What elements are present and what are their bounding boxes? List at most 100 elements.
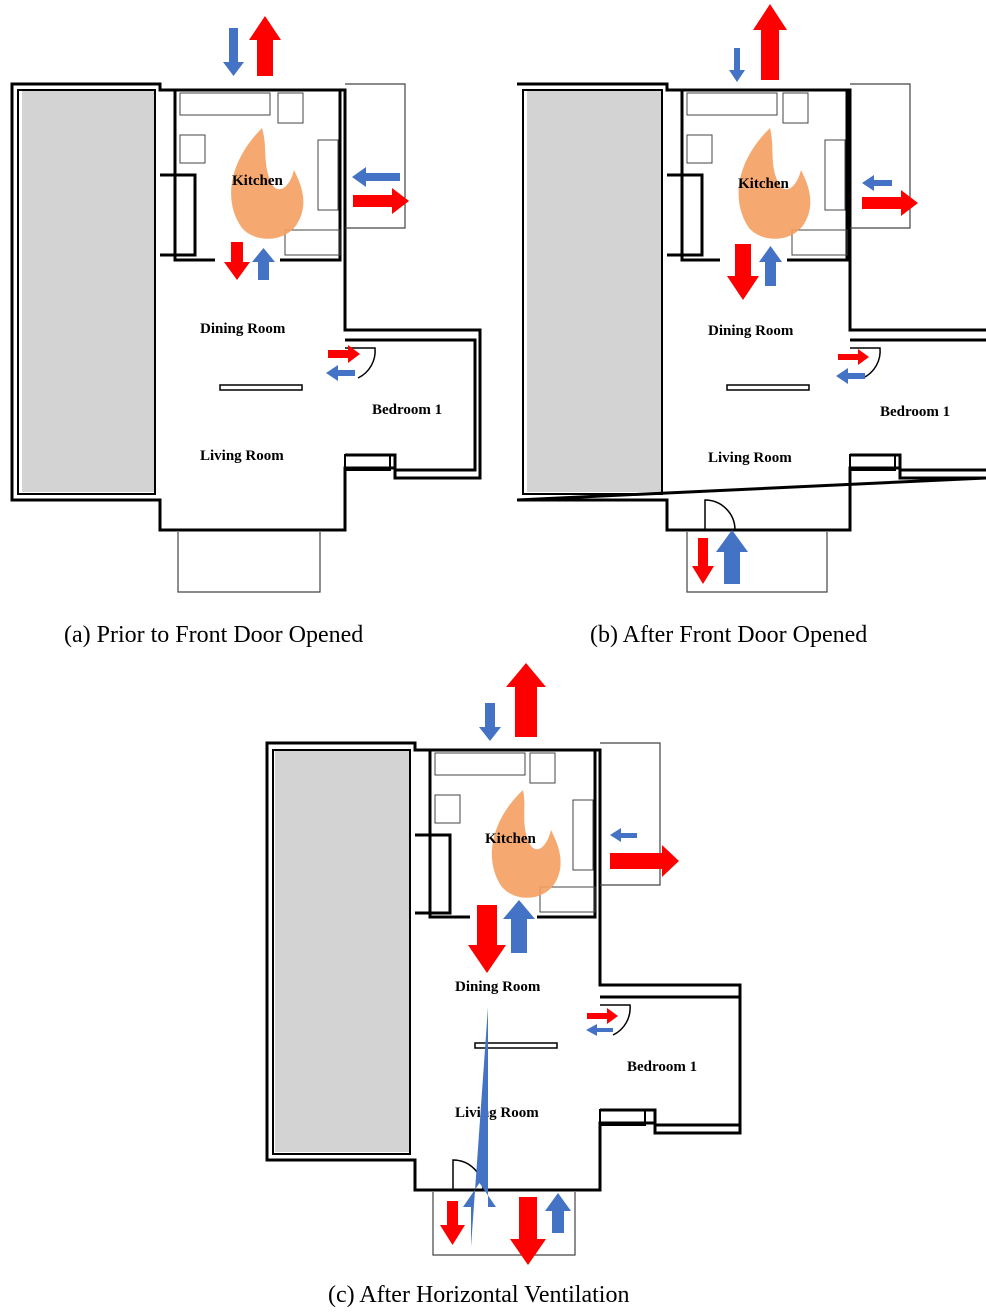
floor-plan-c: Kitchen Dining Room Living Room Bedroom …: [265, 663, 742, 1265]
kitchen-wall: [680, 90, 849, 262]
counter-low: [791, 229, 848, 256]
kitchen-wall: [173, 90, 342, 262]
bedroom-closet: [344, 454, 391, 471]
side-deck: [345, 83, 406, 229]
stove: [179, 134, 206, 164]
garage-area: [22, 90, 155, 492]
kitchen-wall: [428, 750, 597, 919]
blue-arrow-icon: [862, 175, 892, 191]
red-arrow-icon: [862, 190, 918, 216]
arrow-group: [223, 16, 409, 381]
sink: [317, 139, 339, 211]
blue-arrow-icon: [729, 48, 745, 82]
fire-icon: [231, 128, 304, 239]
front-porch: [432, 1192, 576, 1256]
kitchen-label: Kitchen: [232, 173, 283, 189]
fridge: [529, 752, 556, 784]
red-arrow-icon: [727, 244, 759, 300]
dining-room-label: Dining Room: [455, 979, 541, 995]
garage-area: [275, 750, 410, 1152]
floor-plan-a: Kitchen Dining Room Living Room Bedroom …: [10, 16, 482, 593]
living-room-label: Living Room: [455, 1105, 539, 1121]
inner-wall: [522, 89, 663, 495]
counter: [434, 752, 526, 776]
red-arrow-icon: [587, 1008, 618, 1024]
front-porch: [177, 532, 321, 593]
closet-wall: [667, 173, 704, 257]
fridge: [277, 92, 304, 124]
red-arrow-icon: [468, 905, 506, 973]
blue-arrow-icon: [252, 248, 275, 280]
closet-wall: [160, 173, 197, 257]
red-arrow-icon: [249, 16, 281, 76]
red-arrow-icon: [610, 845, 679, 877]
red-arrow-icon: [838, 349, 869, 365]
dining-room-label: Dining Room: [708, 323, 794, 339]
bedroom-label: Bedroom 1: [627, 1059, 697, 1075]
red-arrow-icon: [510, 1197, 546, 1265]
fire-icon: [738, 128, 811, 239]
blue-arrow-icon: [326, 365, 355, 381]
bedroom-label: Bedroom 1: [880, 404, 950, 420]
counter: [686, 92, 778, 116]
arrow-group: [692, 4, 918, 584]
panel-a: Kitchen Dining Room Living Room Bedroom …: [0, 0, 482, 620]
blue-arrow-icon: [836, 368, 865, 384]
blue-arrow-icon: [503, 900, 535, 953]
blue-arrow-icon: [610, 828, 637, 842]
floor-plan-b: Kitchen Dining Room Living Room Bedroom …: [516, 4, 986, 593]
kitchen-label: Kitchen: [485, 831, 536, 847]
stove: [434, 794, 461, 824]
bedroom-closet: [849, 454, 896, 471]
arrow-group: [440, 663, 679, 1265]
red-arrow-icon: [506, 663, 546, 737]
blue-arrow-icon: [545, 1193, 571, 1233]
living-room-label: Living Room: [708, 450, 792, 466]
sink: [824, 139, 846, 211]
sink: [572, 799, 594, 871]
front-door-open: [704, 499, 736, 531]
red-arrow-icon: [224, 242, 250, 280]
front-porch: [686, 532, 828, 593]
partition: [219, 384, 303, 391]
blue-arrow-icon: [716, 530, 748, 584]
stove: [686, 134, 713, 164]
partition: [726, 384, 810, 391]
counter: [179, 92, 271, 116]
blue-arrow-icon: [479, 703, 501, 741]
caption-b: (b) After Front Door Opened: [590, 622, 868, 648]
living-room-label: Living Room: [200, 448, 284, 464]
fridge: [782, 92, 809, 124]
caption-c: (c) After Horizontal Ventilation: [328, 1282, 630, 1308]
red-arrow-icon: [328, 345, 360, 363]
inner-wall: [17, 89, 156, 495]
panel-b: Kitchen Dining Room Living Room Bedroom …: [505, 0, 986, 620]
outer-wall: [516, 82, 986, 532]
blue-arrow-icon: [759, 246, 782, 286]
red-arrow-icon: [753, 4, 787, 80]
bedroom-door: [600, 1004, 631, 1036]
inner-wall: [272, 749, 411, 1155]
kitchen-label: Kitchen: [738, 176, 789, 192]
counter-low: [284, 229, 341, 256]
bedroom-door: [345, 347, 376, 379]
side-deck: [600, 742, 661, 886]
blue-arrow-icon: [223, 28, 244, 76]
garage-area: [527, 90, 662, 492]
red-arrow-icon: [692, 538, 714, 584]
partition: [474, 1042, 558, 1049]
outer-wall: [10, 82, 482, 532]
fire-icon: [491, 790, 561, 898]
bedroom-closet: [599, 1109, 646, 1126]
dining-room-label: Dining Room: [200, 321, 286, 337]
panel-c: Kitchen Dining Room Living Room Bedroom …: [255, 655, 742, 1275]
counter-low: [539, 886, 596, 913]
side-deck: [850, 83, 911, 229]
red-arrow-icon: [353, 188, 409, 214]
caption-a: (a) Prior to Front Door Opened: [64, 622, 364, 648]
closet-wall: [415, 833, 452, 915]
blue-arrow-icon: [586, 1024, 613, 1036]
bedroom-label: Bedroom 1: [372, 402, 442, 418]
outer-wall: [265, 741, 742, 1192]
bedroom-door: [850, 347, 881, 379]
